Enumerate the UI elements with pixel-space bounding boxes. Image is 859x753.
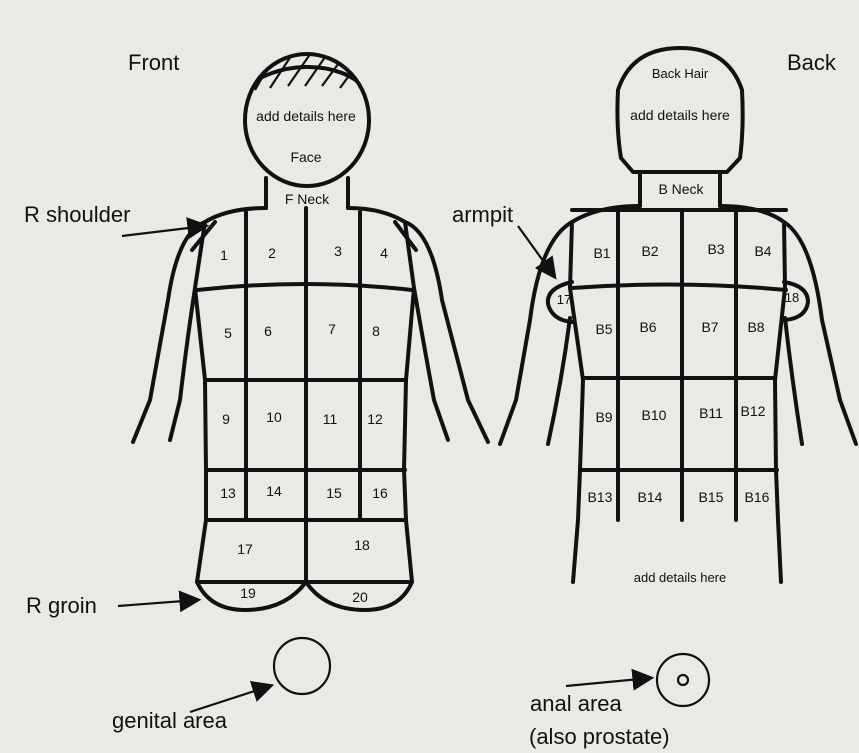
front-zone-17: 17	[237, 541, 253, 557]
front-zone-13: 13	[220, 485, 236, 501]
front-zone-16: 16	[372, 485, 388, 501]
anal-area-arrow	[566, 678, 650, 686]
back-figure: Back Hair add details here B Neck B1 B2 …	[500, 48, 856, 585]
back-zone-b10: B10	[642, 407, 667, 423]
back-right-arm-outer	[500, 222, 572, 444]
anal-area-circle	[657, 654, 709, 706]
front-zone-11: 11	[323, 411, 338, 427]
back-grid-row-1	[572, 284, 786, 290]
back-hair-label: Back Hair	[652, 66, 709, 81]
anal-area-label: anal area	[530, 691, 623, 716]
back-zone-b14: B14	[638, 489, 663, 505]
r-shoulder-label: R shoulder	[24, 202, 130, 227]
anal-area-dot	[678, 675, 688, 685]
back-zone-b7: B7	[701, 319, 718, 335]
front-zone-2: 2	[268, 245, 276, 261]
back-zone-b11: B11	[699, 405, 723, 421]
back-heading: Back	[787, 50, 837, 75]
back-zone-b2: B2	[641, 243, 658, 259]
back-zone-b1: B1	[593, 245, 610, 261]
genital-area-label: genital area	[112, 708, 228, 733]
front-zone-14: 14	[266, 483, 282, 499]
front-zone-18: 18	[354, 537, 370, 553]
back-zone-b12: B12	[741, 403, 766, 419]
front-neck-label: F Neck	[285, 191, 330, 207]
front-right-arm-inner	[170, 288, 195, 440]
front-zone-5: 5	[224, 325, 232, 341]
genital-area-circle	[274, 638, 330, 694]
r-groin-label: R groin	[26, 593, 97, 618]
back-torso-right-outline	[720, 206, 785, 582]
genital-area-arrow	[190, 686, 270, 712]
back-zone-b5: B5	[595, 321, 612, 337]
front-figure: add details here Face F Neck 1 2 3 4 5 6…	[133, 50, 488, 610]
front-zone-6: 6	[264, 323, 272, 339]
armpit-label: armpit	[452, 202, 513, 227]
back-zone-18: 18	[785, 290, 799, 305]
back-neck-label: B Neck	[658, 181, 704, 197]
front-zone-19: 19	[240, 585, 256, 601]
back-zone-b16: B16	[745, 489, 770, 505]
back-bottom-details: add details here	[634, 570, 727, 585]
anal-area-sublabel: (also prostate)	[529, 724, 670, 749]
back-right-arm-inner	[548, 318, 570, 444]
front-zone-20: 20	[352, 589, 368, 605]
back-torso-left-outline	[570, 206, 640, 582]
back-left-arm-outer	[784, 222, 856, 444]
back-zone-b13: B13	[588, 489, 613, 505]
back-zone-b6: B6	[639, 319, 656, 335]
front-zone-12: 12	[367, 411, 383, 427]
front-zone-9: 9	[222, 411, 230, 427]
back-zone-b8: B8	[747, 319, 764, 335]
back-zone-b15: B15	[699, 489, 724, 505]
front-zone-4: 4	[380, 245, 388, 261]
front-zone-15: 15	[326, 485, 342, 501]
front-face-label: Face	[290, 149, 321, 165]
front-zone-10: 10	[266, 409, 282, 425]
front-zone-1: 1	[220, 247, 228, 263]
back-zone-17: 17	[557, 292, 571, 307]
back-zone-b3: B3	[707, 241, 724, 257]
front-heading: Front	[128, 50, 179, 75]
back-head-details: add details here	[630, 107, 730, 123]
back-zone-b4: B4	[754, 243, 771, 259]
front-right-arm-outer	[133, 222, 205, 442]
front-zone-3: 3	[334, 243, 342, 259]
back-zone-b9: B9	[595, 409, 612, 425]
front-head-details: add details here	[256, 108, 356, 124]
r-groin-arrow	[118, 600, 197, 606]
front-zone-8: 8	[372, 323, 380, 339]
front-left-arm-outer	[405, 222, 488, 442]
back-left-arm-inner	[785, 318, 802, 444]
front-zone-7: 7	[328, 321, 336, 337]
